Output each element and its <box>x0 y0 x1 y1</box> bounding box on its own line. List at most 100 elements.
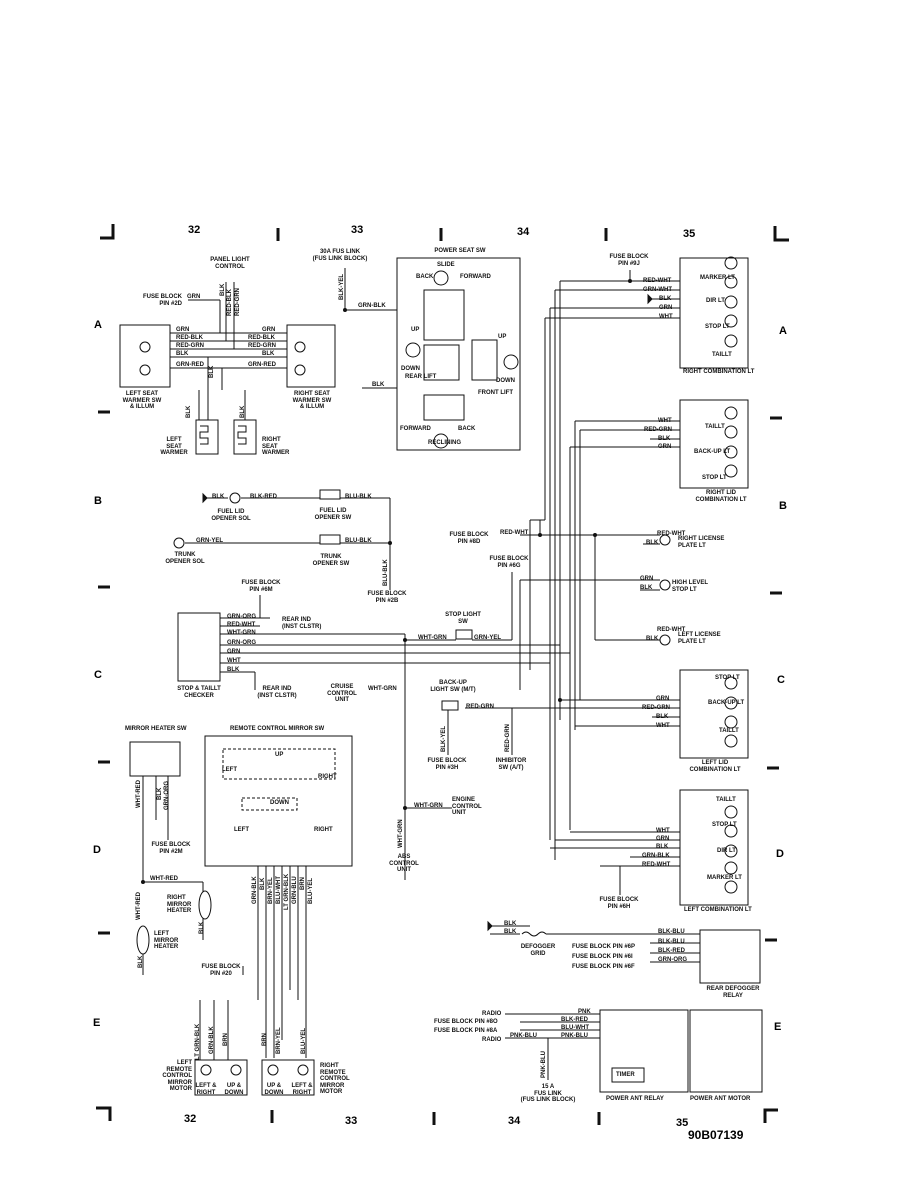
right-lid-comb-label: RIGHT LID COMBINATION LT <box>695 490 747 503</box>
row-left-a: A <box>94 319 102 331</box>
defogger-grid-label: DEFOGGER GRID <box>520 944 556 957</box>
wire-blu-yel-v: BLU-YEL <box>301 1028 307 1054</box>
row-right-a: A <box>779 325 787 337</box>
marker-lt-label-l: MARKER LT <box>707 875 742 881</box>
wire-red-wht: RED-WHT <box>227 622 256 628</box>
engine-control-label: ENGINE CONTROL UNIT <box>452 797 482 816</box>
up-label-2: UP <box>498 334 507 340</box>
wire-wht: WHT <box>658 418 672 424</box>
right-mirror-heater-label: RIGHT MIRROR HEATER <box>167 895 192 914</box>
wire-blk-v: BLK <box>199 921 205 934</box>
col-bottom-34: 34 <box>508 1115 521 1127</box>
backup-sw-label: BACK-UP LIGHT SW (M/T) <box>430 680 476 693</box>
fuse-block-8a-label: FUSE BLOCK PIN #8A <box>434 1028 498 1034</box>
power-ant-relay-label: POWER ANT RELAY <box>606 1096 664 1102</box>
col-top-34: 34 <box>517 226 530 238</box>
left-license-label: LEFT LICENSE PLATE LT <box>678 632 721 645</box>
taillt-label-rl: TAILLT <box>705 424 725 430</box>
wire-blk: BLK <box>646 540 659 546</box>
row-left-b: B <box>94 495 102 507</box>
left-seat-sw-label: LEFT SEAT WARMER SW & ILLUM <box>122 391 162 410</box>
col-bottom-35: 35 <box>676 1117 689 1129</box>
wire-red-grn: RED-GRN <box>466 704 494 710</box>
wire-grn: GRN <box>187 294 201 300</box>
wire-wht: WHT <box>656 828 670 834</box>
wire-grn: GRN <box>659 305 673 311</box>
col-top-35: 35 <box>683 228 696 240</box>
wire-brn-yel-v: BRN-YEL <box>268 877 274 904</box>
wire-grn-yel: GRN-YEL <box>196 538 223 544</box>
stop-lt-label-l: STOP LT <box>712 822 737 828</box>
fuse-block-6p-label: FUSE BLOCK PIN #6P <box>572 944 636 950</box>
forward-label-2: FORWARD <box>400 426 431 432</box>
wire-blk-red: BLK-RED <box>250 494 277 500</box>
wire-blk-v: BLK <box>220 283 226 296</box>
col-top-32: 32 <box>188 224 201 236</box>
timer-label: TIMER <box>616 1072 635 1078</box>
wire-grn: GRN <box>262 327 276 333</box>
fus-link-30a-label: 30A FUS LINK (FUS LINK BLOCK) <box>312 249 368 262</box>
fuse-block-6f-label: FUSE BLOCK PIN #6F <box>572 964 635 970</box>
fus-link-15a-label: 15 A FUS LINK (FUS LINK BLOCK) <box>520 1084 576 1103</box>
stop-taillt-checker-label: STOP & TAILLT CHECKER <box>177 686 221 699</box>
wire-red-grn-v: RED-GRN <box>505 724 511 752</box>
wire-blk: BLK <box>372 382 385 388</box>
wire-red-grn-v: RED-GRN <box>235 288 241 316</box>
dir-lt-label-l: DIR LT <box>717 848 736 854</box>
fuel-lid-sol-label: FUEL LID OPENER SOL <box>211 509 251 522</box>
wire-blk: BLK <box>262 351 275 357</box>
wire-blu-blk-v: BLU-BLK <box>383 559 389 586</box>
left-motor-lr-label: LEFT & RIGHT <box>195 1083 217 1096</box>
left-mirror-motor-label: LEFT REMOTE CONTROL MIRROR MOTOR <box>162 1060 192 1092</box>
taillt-label-r: TAILLT <box>712 352 732 358</box>
wire-blk-v: BLK <box>186 405 192 418</box>
forward-label-1: FORWARD <box>460 274 491 280</box>
wire-blk: BLK <box>212 494 225 500</box>
backup-lt-label-ll: BACK-UP LT <box>708 700 745 706</box>
wire-brn-v: BRN <box>223 1033 229 1046</box>
wire-grn-org-v: GRN-ORG <box>164 781 170 810</box>
wire-wht-grn: WHT-GRN <box>227 630 256 636</box>
wire-grn: GRN <box>176 327 190 333</box>
wire-blk-wht: BLK-RED <box>658 948 685 954</box>
wire-grn-blk-v: GRN-BLK <box>252 876 258 904</box>
right-motor-lr-label: LEFT & RIGHT <box>291 1083 313 1096</box>
mirror-right-label-2: RIGHT <box>314 827 333 833</box>
wire-red-wht: RED-WHT <box>657 531 686 537</box>
fuse-block-9j-label: FUSE BLOCK PIN #9J <box>609 254 649 267</box>
fuse-block-6g-label: FUSE BLOCK PIN #6G <box>489 556 529 569</box>
mirror-heater-sw-label: MIRROR HEATER SW <box>125 726 187 732</box>
wire-blk: BLK <box>646 636 659 642</box>
trunk-sol-label: TRUNK OPENER SOL <box>165 552 205 565</box>
wire-red-blk: RED-BLK <box>176 335 203 341</box>
rear-defogger-relay-label: REAR DEFOGGER RELAY <box>706 986 760 999</box>
col-bottom-32: 32 <box>184 1113 197 1125</box>
fuse-block-8d-label: FUSE BLOCK PIN #8D <box>449 532 489 545</box>
wire-grn: GRN <box>658 444 672 450</box>
wire-blk: BLK <box>176 351 189 357</box>
col-bottom-33: 33 <box>345 1115 358 1127</box>
wire-blk: BLK <box>659 296 672 302</box>
wire-wht-red-v: WHT-RED <box>136 892 142 920</box>
fuel-lid-sw-label: FUEL LID OPENER SW <box>314 508 352 521</box>
left-seat-warmer-label: LEFT SEAT WARMER <box>160 437 188 456</box>
fuse-block-2m-label: FUSE BLOCK PIN #2M <box>151 842 191 855</box>
stop-lt-label-rl: STOP LT <box>702 475 727 481</box>
wire-red-grn: RED-GRN <box>644 427 672 433</box>
taillt-label-ll: TAILLT <box>719 728 739 734</box>
slide-label: SLIDE <box>437 262 455 268</box>
wire-blk: BLK <box>658 436 671 442</box>
stop-light-sw-label: STOP LIGHT SW <box>445 612 481 625</box>
marker-lt-label-r: MARKER LT <box>700 275 735 281</box>
fuse-block-6h-label: FUSE BLOCK PIN #6H <box>599 897 639 910</box>
wire-blu-wht: BLU-WHT <box>561 1025 589 1031</box>
wire-brn-v: BRN <box>300 877 306 890</box>
fuse-block-3h-label: FUSE BLOCK PIN #3H <box>427 758 467 771</box>
wire-grn-red: GRN-RED <box>248 362 276 368</box>
row-right-e: E <box>774 1021 782 1033</box>
back-label-2: BACK <box>458 426 476 432</box>
wire-blk: BLK <box>656 844 669 850</box>
wire-red-wht: RED-WHT <box>657 627 686 633</box>
wire-red-wht: RED-WHT <box>500 530 529 536</box>
wire-red-wht: RED-WHT <box>642 862 671 868</box>
